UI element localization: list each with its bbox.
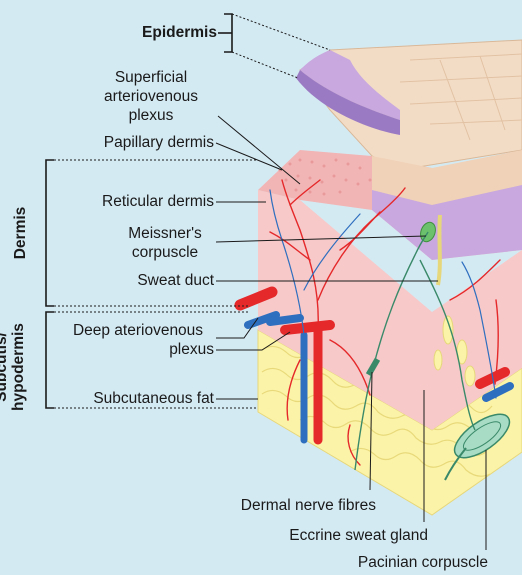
label-deep-plexus: Deep ateriovenous plexus [58, 321, 218, 359]
label-epidermis: Epidermis [142, 24, 217, 41]
label-deep-plexus-line1: Deep ateriovenous [72, 322, 204, 339]
stratum-purple-peel [300, 50, 400, 120]
deep-artery-1 [234, 286, 278, 311]
label-meissners-corpuscle: Meissner's corpuscle [110, 224, 220, 262]
epidermis-grid [399, 53, 522, 141]
epidermis-dotted [231, 13, 331, 79]
sweat-gland-coils [433, 315, 476, 387]
pacinian-corpuscle [444, 413, 511, 481]
label-superficial-plexus: Superficial arteriovenous plexus [86, 68, 216, 125]
dermis-bracket [45, 159, 54, 307]
label-deep-plexus-line2: plexus [169, 341, 214, 358]
deep-vein-3 [482, 382, 514, 402]
leader-lines [215, 115, 487, 550]
stratum-purple-front [372, 185, 522, 260]
label-subcutaneous-fat: Subcutaneous fat [93, 390, 214, 407]
stratum-spiny-peel [296, 70, 400, 135]
label-meissners-line2: corpuscle [131, 244, 199, 261]
label-subcutis-side: Subcutis/ hypodermis [0, 319, 27, 415]
sweat-duct [436, 214, 442, 286]
label-dermal-nerve-fibres: Dermal nerve fibres [240, 497, 376, 514]
label-meissners-line1: Meissner's [128, 225, 202, 242]
label-superficial-plexus-line2: arteriovenous [104, 88, 198, 105]
label-superficial-plexus-line3: plexus [128, 107, 174, 124]
label-eccrine-sweat-gland: Eccrine sweat gland [289, 527, 428, 544]
deep-vein-2 [266, 314, 304, 326]
label-reticular-dermis: Reticular dermis [102, 193, 214, 210]
epidermis-bracket [218, 13, 233, 53]
label-superficial-plexus-line1: Superficial [114, 69, 188, 86]
dermal-nerve-segment [365, 357, 381, 377]
layer-dotted-lines [54, 159, 258, 409]
label-subcutis-line1: Subcutis/ [0, 332, 10, 402]
label-dermis-side: Dermis [12, 206, 29, 260]
label-pacinian-corpuscle: Pacinian corpuscle [357, 554, 488, 571]
label-papillary-dermis: Papillary dermis [103, 134, 214, 151]
subcutis-bracket [45, 311, 54, 409]
nerve-fibres [354, 231, 476, 471]
label-sweat-duct: Sweat duct [137, 272, 214, 289]
deep-artery-2 [280, 320, 335, 335]
deep-vein-1 [244, 311, 280, 329]
papillae-texture [278, 158, 372, 196]
dermis-front-face [258, 190, 522, 430]
label-subcutis-line2: hypodermis [10, 323, 27, 411]
